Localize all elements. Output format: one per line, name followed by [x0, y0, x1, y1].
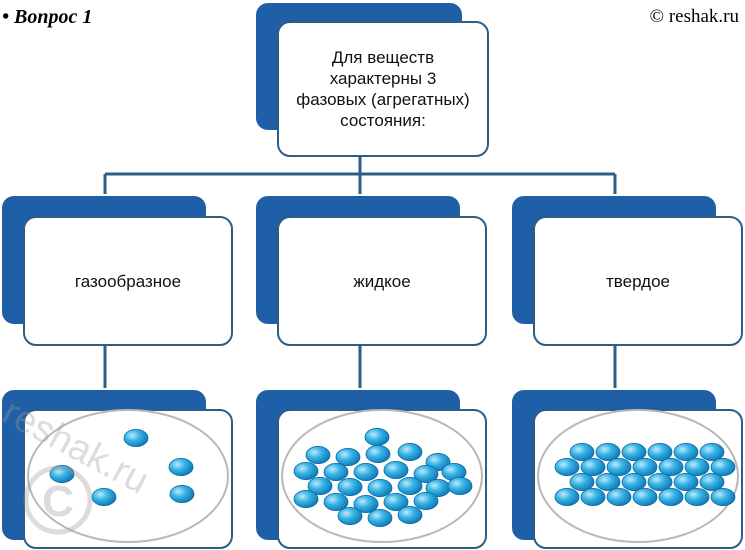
solid-particle: [684, 487, 710, 507]
solid-particle: [595, 442, 621, 462]
liquid-particle: [337, 477, 363, 497]
liquid-particle: [397, 476, 423, 496]
picture-node-solid: [512, 390, 743, 549]
root-label-line: характерны 3: [329, 69, 437, 88]
liquid-particle: [323, 462, 349, 482]
state-label-liquid: жидкое: [353, 271, 411, 291]
copyright-notice: © reshak.ru: [649, 6, 739, 27]
liquid-particle: [335, 447, 361, 467]
gas-particle: [91, 487, 117, 507]
liquid-particle: [305, 445, 331, 465]
solid-particle: [606, 487, 632, 507]
liquid-particle: [353, 462, 379, 482]
liquid-particle: [383, 460, 409, 480]
solid-particle: [554, 487, 580, 507]
state-node-liquid: [256, 196, 487, 346]
liquid-particle: [367, 478, 393, 498]
liquid-particle: [397, 505, 423, 525]
solid-particle: [658, 457, 684, 477]
state-node-liquid-box: [277, 216, 487, 346]
picture-node-liquid: [256, 390, 487, 549]
gas-particle: [123, 428, 149, 448]
state-label-gas: газообразное: [74, 271, 182, 291]
root-node: [256, 3, 489, 157]
root-label-line: состояния:: [340, 111, 426, 130]
solid-particle: [658, 487, 684, 507]
solid-particle: [606, 457, 632, 477]
solid-particle: [647, 442, 673, 462]
liquid-particle: [307, 476, 333, 496]
solid-particle: [699, 472, 725, 492]
solid-particle: [595, 472, 621, 492]
root-label-line: фазовых (агрегатных): [296, 90, 470, 109]
liquid-particle: [413, 464, 439, 484]
solid-particle: [569, 472, 595, 492]
state-label-solid: твердое: [606, 271, 670, 291]
solid-particle: [569, 442, 595, 462]
liquid-particle: [337, 506, 363, 526]
solid-particle: [710, 487, 736, 507]
solid-particle: [673, 472, 699, 492]
liquid-particle: [447, 476, 473, 496]
liquid-particle: [365, 444, 391, 464]
liquid-particle: [413, 491, 439, 511]
state-node-solid: [512, 196, 743, 346]
solid-particle: [647, 472, 673, 492]
picture-node-gas: [2, 390, 233, 549]
gas-particle: [168, 457, 194, 477]
liquid-particle: [364, 427, 390, 447]
state-node-solid-box: [533, 216, 743, 346]
solid-particles: [554, 442, 736, 507]
solid-particle: [684, 457, 710, 477]
root-node-label: Для веществ характерны 3 фазовых (агрега…: [280, 24, 486, 154]
liquid-particle: [353, 494, 379, 514]
solid-particle: [580, 487, 606, 507]
root-label-line: Для веществ: [331, 48, 435, 67]
solid-particle: [632, 487, 658, 507]
state-node-gas-box: [23, 216, 233, 346]
gas-particles: [49, 428, 195, 507]
question-heading: • Вопрос 1: [2, 6, 93, 28]
liquid-particle: [293, 489, 319, 509]
liquid-particle: [397, 442, 423, 462]
root-node-box: [277, 21, 489, 157]
liquid-particle: [367, 508, 393, 528]
liquid-particle: [383, 492, 409, 512]
gas-vessel: [27, 409, 229, 543]
liquid-particle: [293, 461, 319, 481]
solid-particle: [710, 457, 736, 477]
state-node-gas: [2, 196, 233, 346]
liquid-particles: [293, 427, 473, 528]
solid-particle: [632, 457, 658, 477]
gas-particle: [49, 464, 75, 484]
solid-particle: [554, 457, 580, 477]
solid-particle: [621, 442, 647, 462]
solid-particle: [699, 442, 725, 462]
solid-particle: [673, 442, 699, 462]
solid-particle: [621, 472, 647, 492]
liquid-particle: [323, 492, 349, 512]
gas-particle: [169, 484, 195, 504]
connector-lines: [103, 156, 617, 388]
solid-particle: [580, 457, 606, 477]
